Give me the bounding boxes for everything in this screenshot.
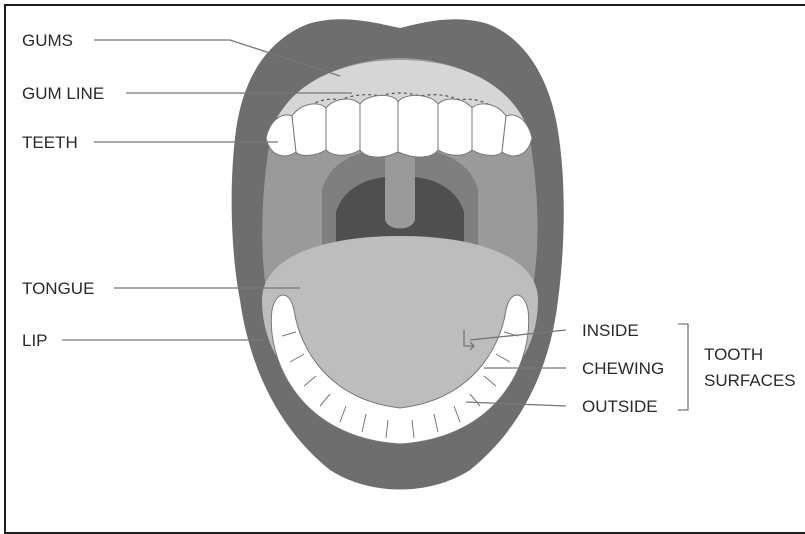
label-tongue: TONGUE	[22, 279, 94, 298]
label-surfaces: SURFACES	[704, 371, 796, 390]
label-gum-line: GUM LINE	[22, 84, 104, 103]
label-gums: GUMS	[22, 31, 73, 50]
mouth-diagram: GUMS GUM LINE TEETH TONGUE LIP INSIDE CH…	[0, 0, 805, 523]
label-tooth: TOOTH	[704, 345, 763, 364]
label-chewing: CHEWING	[582, 359, 664, 378]
label-outside: OUTSIDE	[582, 397, 658, 416]
tooth-surfaces-bracket	[678, 324, 688, 410]
label-inside: INSIDE	[582, 321, 639, 340]
label-teeth: TEETH	[22, 133, 78, 152]
label-lip: LIP	[22, 331, 48, 350]
uvula	[385, 150, 415, 229]
